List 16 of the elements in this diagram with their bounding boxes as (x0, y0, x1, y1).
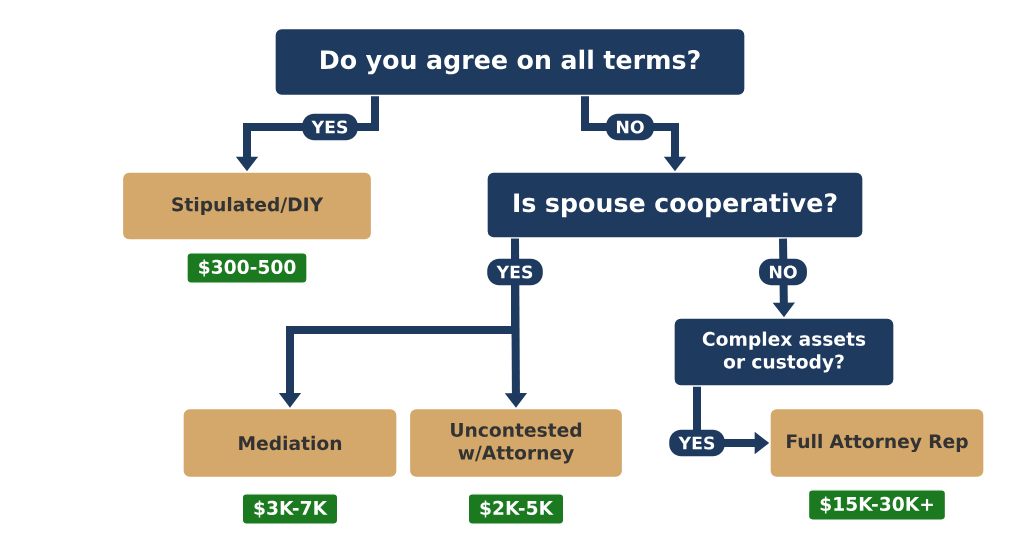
price-badge: $15K-30K+ (807, 489, 947, 521)
edge-label: YES (302, 113, 358, 141)
price-badge: $2K-5K (467, 493, 565, 525)
question-box: Complex assets or custody? (673, 317, 895, 387)
edge-label: NO (759, 258, 807, 286)
question-box: Is spouse cooperative? (486, 171, 864, 239)
price-badge: $3K-7K (241, 493, 339, 525)
outcome-box: Mediation (182, 407, 398, 479)
edge-label: YES (487, 258, 543, 286)
edge-label: YES (669, 429, 725, 457)
question-box: Do you agree on all terms? (274, 27, 746, 97)
price-badge: $300-500 (186, 252, 308, 284)
outcome-box: Full Attorney Rep (769, 407, 985, 479)
outcome-box: Uncontested w/Attorney (408, 407, 624, 479)
outcome-box: Stipulated/DIY (121, 171, 373, 241)
edge-label: NO (606, 113, 654, 141)
